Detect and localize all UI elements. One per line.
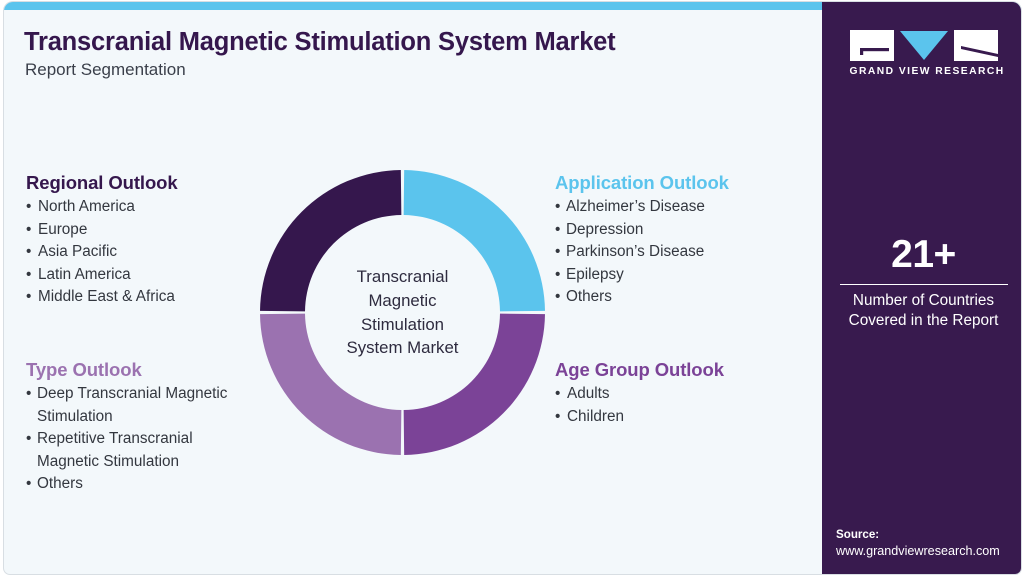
list-item: Children — [555, 406, 805, 429]
donut-slice — [260, 170, 402, 312]
countries-stat-value: 21+ — [891, 233, 956, 276]
list-item: Asia Pacific — [26, 241, 276, 264]
list-item: Parkinson’s Disease — [555, 241, 805, 264]
age-group-outlook-heading: Age Group Outlook — [555, 359, 724, 380]
application-outlook-list: Alzheimer’s Disease Depression Parkinson… — [555, 196, 805, 309]
list-item: Others — [26, 473, 288, 496]
main-card: Transcranial Magnetic Stimulation System… — [4, 2, 1021, 574]
list-item: Alzheimer’s Disease — [555, 196, 805, 219]
countries-stat-label: Number of Countries Covered in the Repor… — [822, 291, 1021, 331]
type-outlook-heading: Type Outlook — [26, 359, 142, 380]
donut-chart: Transcranial Magnetic Stimulation System… — [260, 170, 545, 455]
source-block: Source: www.grandviewresearch.com — [836, 527, 1000, 560]
donut-slice — [260, 313, 402, 455]
source-url[interactable]: www.grandviewresearch.com — [836, 544, 1000, 558]
list-item: Europe — [26, 219, 276, 242]
age-group-outlook-list: Adults Children — [555, 383, 805, 428]
age-group-outlook-block: Age Group Outlook Adults Children — [555, 359, 805, 428]
page-subtitle: Report Segmentation — [25, 60, 186, 79]
list-item-line2: Stimulation — [37, 407, 113, 425]
brand-logo: GRAND VIEW RESEARCH — [849, 30, 1005, 77]
application-outlook-block: Application Outlook Alzheimer’s Disease … — [555, 172, 805, 309]
list-item: North America — [26, 196, 276, 219]
list-item: Latin America — [26, 264, 276, 287]
type-outlook-block: Type Outlook Deep Transcranial Magnetic … — [26, 359, 288, 496]
countries-stat: 21+ Number of Countries Covered in the R… — [822, 233, 1021, 331]
list-item-line2: Magnetic Stimulation — [37, 452, 179, 470]
page-title: Transcranial Magnetic Stimulation System… — [24, 28, 616, 56]
type-outlook-list: Deep Transcranial Magnetic Stimulation R… — [26, 383, 288, 496]
list-item: Others — [555, 286, 805, 309]
source-label: Source: — [836, 528, 880, 541]
list-item: Repetitive Transcranial Magnetic Stimula… — [26, 428, 288, 473]
list-item-line1: Deep Transcranial Magnetic — [37, 385, 228, 402]
list-item: Middle East & Africa — [26, 286, 276, 309]
brand-wordmark: GRAND VIEW RESEARCH — [849, 66, 1005, 77]
countries-stat-label-line2: Covered in the Report — [848, 312, 999, 330]
list-item-line1: Others — [37, 475, 83, 493]
gvr-logo-mark-icon — [849, 30, 998, 61]
countries-stat-label-line1: Number of Countries — [852, 292, 995, 310]
stat-divider — [839, 283, 1008, 286]
application-outlook-heading: Application Outlook — [555, 172, 729, 193]
donut-chart-svg — [260, 170, 545, 455]
regional-outlook-list: North America Europe Asia Pacific Latin … — [26, 196, 276, 309]
regional-outlook-block: Regional Outlook North America Europe As… — [26, 172, 276, 309]
regional-outlook-heading: Regional Outlook — [26, 172, 178, 193]
top-accent-bar — [4, 2, 1021, 10]
side-panel: GRAND VIEW RESEARCH 21+ Number of Countr… — [822, 2, 1021, 574]
list-item: Adults — [555, 383, 805, 406]
list-item-line1: Repetitive Transcranial — [37, 430, 193, 448]
list-item: Epilepsy — [555, 264, 805, 287]
donut-slice — [403, 170, 545, 312]
list-item: Deep Transcranial Magnetic Stimulation — [26, 383, 288, 428]
list-item: Depression — [555, 219, 805, 242]
donut-slice — [403, 313, 545, 455]
